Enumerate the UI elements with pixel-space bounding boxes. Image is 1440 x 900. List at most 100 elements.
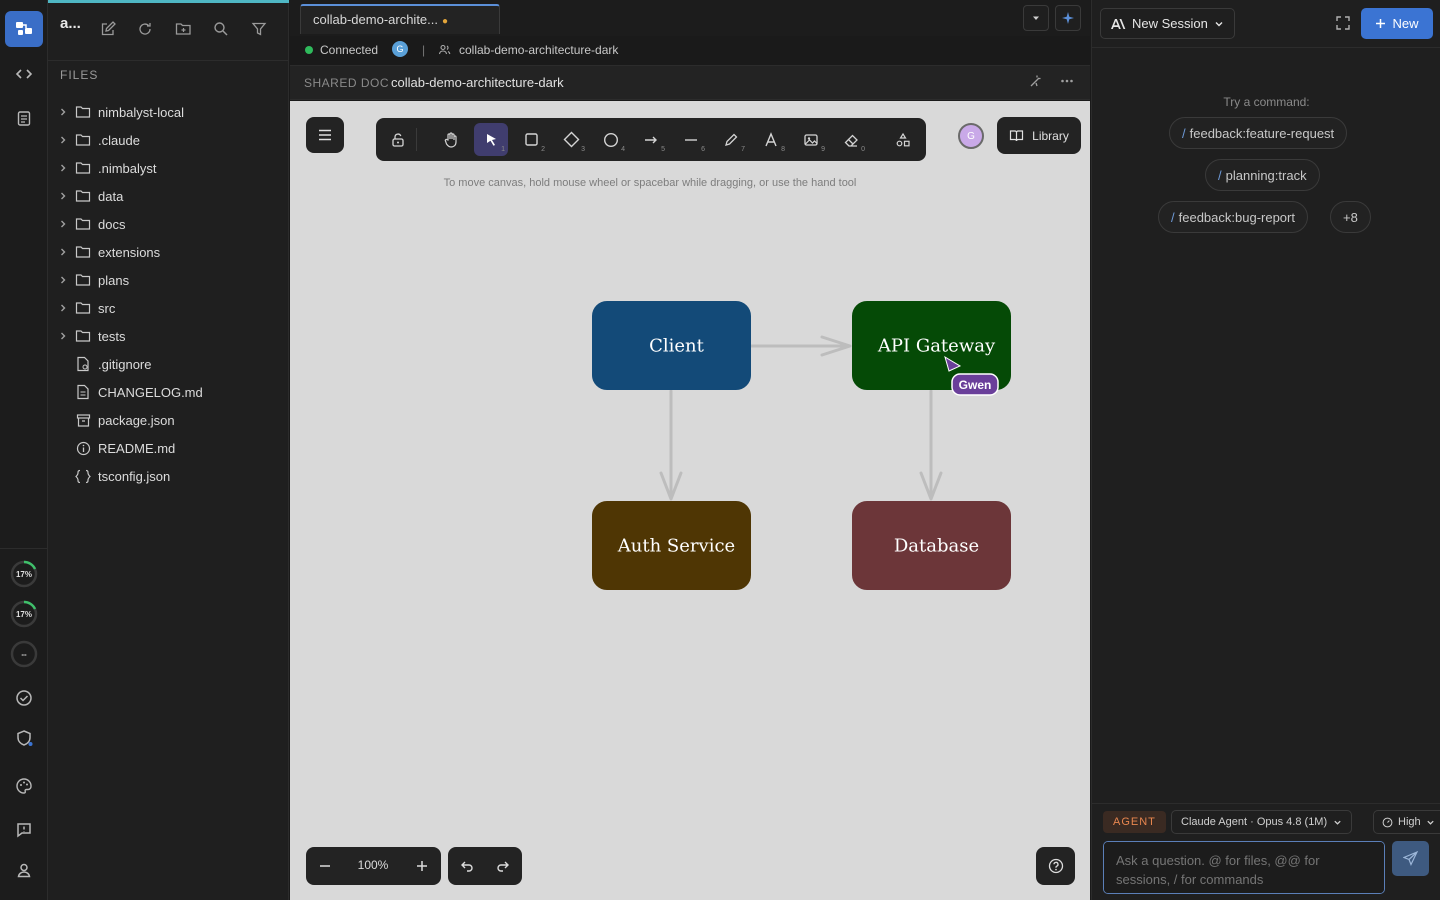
text-tool[interactable]: 8 xyxy=(754,123,788,156)
folder-item[interactable]: .claude xyxy=(48,126,289,154)
tool-shortcut: 8 xyxy=(781,146,785,153)
workspace-icon[interactable] xyxy=(5,11,43,47)
feedback-icon[interactable] xyxy=(5,812,43,848)
selection-tool[interactable]: 1 xyxy=(474,123,508,156)
chevron-right-icon[interactable] xyxy=(58,135,72,145)
usage-meter[interactable]: 17% xyxy=(9,559,39,589)
library-button[interactable]: Library xyxy=(997,117,1081,154)
chevron-right-icon[interactable] xyxy=(58,219,72,229)
diamond-tool[interactable]: 3 xyxy=(554,123,588,156)
chevron-right-icon[interactable] xyxy=(58,107,72,117)
lock-tool[interactable] xyxy=(381,123,415,156)
chevron-down-icon xyxy=(1426,820,1434,825)
folder-item[interactable]: extensions xyxy=(48,238,289,266)
effort-selector[interactable]: High xyxy=(1373,810,1440,834)
refresh-icon[interactable] xyxy=(134,18,156,40)
new-file-icon[interactable] xyxy=(97,18,119,40)
chevron-right-icon[interactable] xyxy=(58,163,72,173)
search-icon[interactable] xyxy=(210,18,232,40)
magic-wand-icon[interactable] xyxy=(1028,74,1042,88)
diagram-node[interactable]: API Gateway xyxy=(852,301,1011,390)
chevron-right-icon[interactable] xyxy=(58,247,72,257)
file-explorer: a... FILES nimbalyst-local.claude.nimbal… xyxy=(48,0,289,900)
diagram-node[interactable]: Client xyxy=(592,301,751,390)
expand-icon[interactable] xyxy=(1332,12,1354,34)
new-folder-icon[interactable] xyxy=(172,18,194,40)
usage-meter[interactable]: -- xyxy=(9,639,39,669)
check-circle-icon[interactable] xyxy=(5,680,43,716)
command-chip[interactable]: /planning:track xyxy=(1205,159,1320,191)
send-button[interactable] xyxy=(1392,841,1429,876)
command-chip-label: feedback:bug-report xyxy=(1178,209,1295,225)
folder-item[interactable]: src xyxy=(48,294,289,322)
file-item[interactable]: package.json xyxy=(48,406,289,434)
rectangle-tool[interactable]: 2 xyxy=(514,123,548,156)
image-tool[interactable]: 9 xyxy=(794,123,828,156)
usage-meter-value: 17% xyxy=(15,609,32,619)
palette-icon[interactable] xyxy=(5,768,43,804)
zoom-in-button[interactable] xyxy=(403,847,441,885)
file-item[interactable]: README.md xyxy=(48,434,289,462)
pencil-tool[interactable]: 7 xyxy=(714,123,748,156)
file-name: plans xyxy=(98,272,130,288)
shapes-library-tool[interactable] xyxy=(886,123,920,156)
eraser-tool[interactable]: 0 xyxy=(834,123,868,156)
chevron-right-icon[interactable] xyxy=(58,331,72,341)
usage-meter[interactable]: 17% xyxy=(9,599,39,629)
diagram-edges xyxy=(659,335,943,501)
ask-input[interactable] xyxy=(1103,841,1385,894)
file-name: tsconfig.json xyxy=(98,468,171,484)
more-commands-chip[interactable]: +8 xyxy=(1330,201,1371,233)
arrow-tool[interactable]: 5 xyxy=(634,123,668,156)
user-icon[interactable] xyxy=(5,852,43,888)
redo-button[interactable] xyxy=(484,847,522,885)
chevron-right-icon[interactable] xyxy=(58,303,72,313)
diagram-node[interactable]: Auth Service xyxy=(592,501,751,590)
editor-tab-title: collab-demo-archite... xyxy=(313,12,438,27)
folder-item[interactable]: docs xyxy=(48,210,289,238)
connector-arrow[interactable] xyxy=(749,335,852,357)
file-item[interactable]: .gitignore xyxy=(48,350,289,378)
model-selector[interactable]: Claude Agent · Opus 4.8 (1M) xyxy=(1171,810,1353,834)
connector-arrow[interactable] xyxy=(919,389,943,501)
status-divider: | xyxy=(422,43,426,57)
new-session-dropdown[interactable]: New Session xyxy=(1100,8,1235,39)
undo-button[interactable] xyxy=(448,847,486,885)
folder-icon xyxy=(74,159,92,177)
line-tool[interactable]: 6 xyxy=(674,123,708,156)
code-icon[interactable] xyxy=(5,56,43,92)
more-options-icon[interactable] xyxy=(1060,74,1074,88)
command-chip[interactable]: /feedback:feature-request xyxy=(1169,117,1348,149)
chevron-right-icon[interactable] xyxy=(58,275,72,285)
folder-item[interactable]: plans xyxy=(48,266,289,294)
diagram-node[interactable]: Database xyxy=(852,501,1011,590)
clipboard-icon[interactable] xyxy=(5,100,43,136)
folder-icon xyxy=(74,243,92,261)
chevron-right-icon[interactable] xyxy=(58,191,72,201)
ai-sparkle-button[interactable] xyxy=(1055,5,1081,31)
new-button[interactable]: New xyxy=(1361,8,1433,39)
collaborator-avatar[interactable]: G xyxy=(958,123,984,149)
folder-item[interactable]: .nimbalyst xyxy=(48,154,289,182)
ellipse-tool[interactable]: 4 xyxy=(594,123,628,156)
folder-item[interactable]: data xyxy=(48,182,289,210)
file-item[interactable]: tsconfig.json xyxy=(48,462,289,490)
filter-icon[interactable] xyxy=(248,18,270,40)
folder-item[interactable]: tests xyxy=(48,322,289,350)
tab-dropdown-button[interactable] xyxy=(1023,5,1049,31)
hand-tool[interactable] xyxy=(434,123,468,156)
shield-icon[interactable] xyxy=(5,720,43,756)
command-chip[interactable]: /feedback:bug-report xyxy=(1158,201,1308,233)
zoom-level[interactable]: 100% xyxy=(357,858,389,872)
file-item[interactable]: CHANGELOG.md xyxy=(48,378,289,406)
collaborator-avatar[interactable]: G xyxy=(392,41,408,57)
connector-arrow[interactable] xyxy=(659,389,683,501)
folder-item[interactable]: nimbalyst-local xyxy=(48,98,289,126)
agent-mode-badge[interactable]: AGENT xyxy=(1103,811,1166,833)
editor-tab[interactable]: collab-demo-archite...● xyxy=(300,4,500,34)
help-button[interactable] xyxy=(1036,847,1075,885)
canvas-menu-button[interactable] xyxy=(306,117,344,153)
zoom-out-button[interactable] xyxy=(306,847,344,885)
workspace-title[interactable]: a... xyxy=(60,15,81,32)
